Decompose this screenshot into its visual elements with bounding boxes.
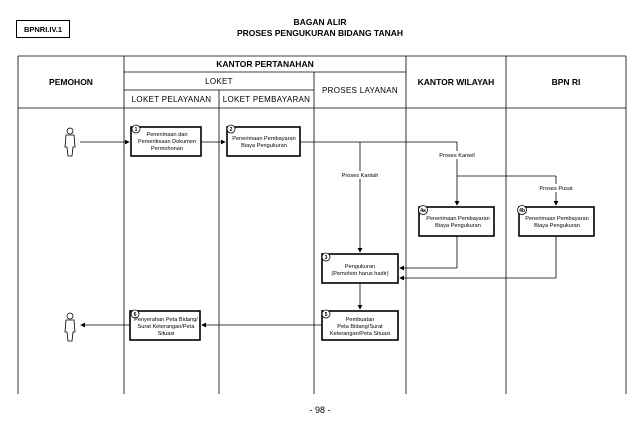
lane-header-kantor-pertanahan: KANTOR PERTANAHAN xyxy=(216,59,314,69)
lane-header-loket-pembayaran: LOKET PEMBAYARAN xyxy=(222,94,311,104)
step-4b-text: Penerimaan Pembayaran xyxy=(525,216,588,222)
chart-subtitle: PROSES PENGUKURAN BIDANG TANAH xyxy=(236,28,404,38)
step-6-text: Situasi xyxy=(158,331,175,337)
document-code: BPNRI.IV.1 xyxy=(16,20,70,38)
step-3-number: 3 xyxy=(325,255,328,261)
step-4a-text: Penerimaan Pembayaran xyxy=(426,216,489,222)
lane-header-bpn-ri: BPN RI xyxy=(551,77,581,87)
step-2-number: 2 xyxy=(230,127,233,133)
step-4a-number: 4a xyxy=(420,208,426,214)
step-4b-text: Biaya Pengukuran xyxy=(534,223,580,229)
flow-label-kantah: Proses Kantah xyxy=(342,173,379,179)
step-5-text: Pembuatan xyxy=(346,317,375,323)
step-3-box xyxy=(321,253,399,284)
step-6-text: Surat Keterangan/Peta xyxy=(138,324,196,330)
lane-header-kantor-wilayah: KANTOR WILAYAH xyxy=(417,77,495,87)
swimlane-grid xyxy=(17,55,627,394)
step-6-box xyxy=(129,310,201,341)
page-number: - 98 - xyxy=(309,405,331,415)
step-6-text: Penyerahan Peta Bidang/ xyxy=(134,317,198,323)
lane-header-loket: LOKET xyxy=(205,76,233,86)
step-2-text: Biaya Pengukuran xyxy=(241,143,287,149)
step-5-text: Keterangan/Peta Situasi xyxy=(330,331,390,337)
step-5-number: 5 xyxy=(325,312,328,318)
step-1-text: Penerimaan dan xyxy=(146,132,187,138)
lane-header-pemohon: PEMOHON xyxy=(49,77,93,87)
step-6-number: 6 xyxy=(134,312,137,318)
flow-label-kanwil: Proses Kanwil xyxy=(439,153,474,159)
flow-label-pusat: Proses Pusat xyxy=(539,186,573,192)
step-4a-box xyxy=(418,206,495,237)
lane-header-loket-pelayanan: LOKET PELAYANAN xyxy=(131,94,212,104)
step-5-text: Peta Bidang/Surat xyxy=(337,324,383,330)
step-2-box xyxy=(226,126,301,157)
step-1-number: 1 xyxy=(135,127,138,133)
step-3-text: Pengukuran xyxy=(345,264,375,270)
person-icon xyxy=(64,312,76,342)
step-2-text: Penerimaan Pembayaran xyxy=(232,136,295,142)
step-4b-box xyxy=(518,206,595,237)
step-1-text: Pemeriksaan Dokumen xyxy=(138,139,196,145)
person-icon xyxy=(64,127,76,157)
step-1-box xyxy=(130,126,202,157)
step-4b-number: 4b xyxy=(519,208,525,214)
step-3-text: (Pemohon harus hadir) xyxy=(331,271,388,277)
lane-header-proses-layanan: PROSES LAYANAN xyxy=(322,85,398,95)
step-5-box xyxy=(321,310,399,341)
chart-title: BAGAN ALIR xyxy=(293,17,347,27)
step-1-text: Permohonan xyxy=(151,146,183,152)
step-4a-text: Biaya Pengukuran xyxy=(435,223,481,229)
